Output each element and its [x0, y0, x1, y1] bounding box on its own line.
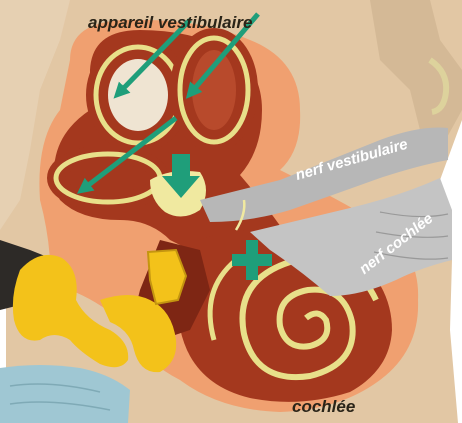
vestibular-apparatus-label: appareil vestibulaire	[88, 14, 252, 31]
cochlea-label: cochlée	[292, 398, 355, 415]
